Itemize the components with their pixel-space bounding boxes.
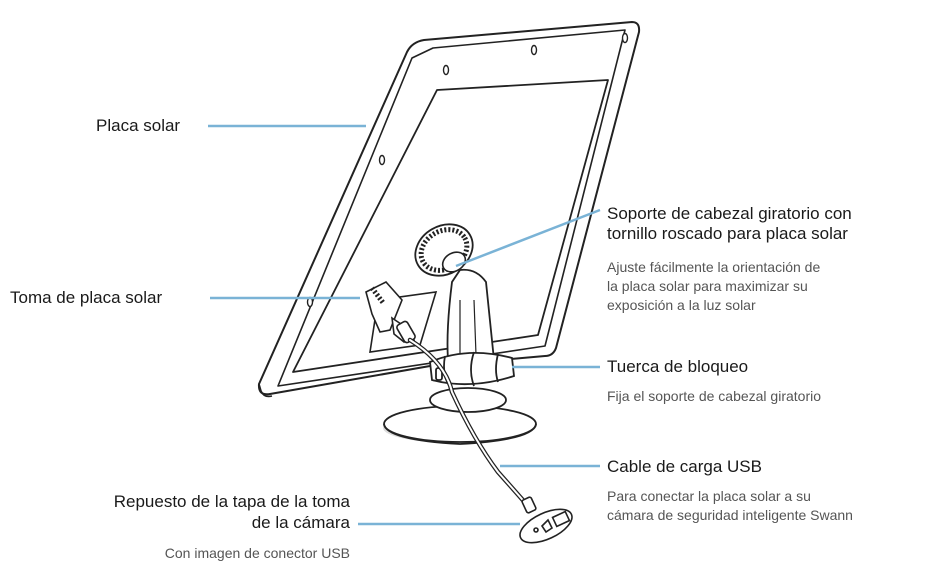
label-toma-placa-solar: Toma de placa solar	[10, 288, 163, 307]
desc-soporte-line3: exposición a la luz solar	[607, 297, 756, 313]
label-tapa-line2: de la cámara	[251, 513, 350, 532]
desc-soporte-line1: Ajuste fácilmente la orientación de	[607, 259, 821, 275]
desc-cable-usb-line1: Para conectar la placa solar a su	[607, 488, 811, 504]
label-tuerca-bloqueo: Tuerca de bloqueo	[607, 357, 749, 376]
swivel-stem	[446, 268, 495, 361]
label-tapa-line1: Repuesto de la tapa de la toma	[113, 492, 350, 511]
suction-base-illustration	[383, 387, 537, 445]
panel-mount-holes	[306, 32, 629, 308]
swivel-knob-illustration	[414, 223, 474, 277]
label-placa-solar: Placa solar	[96, 116, 181, 135]
desc-tapa: Con imagen de conector USB	[164, 545, 350, 561]
solar-socket-illustration	[365, 281, 416, 344]
label-soporte-line2: tornillo roscado para placa solar	[607, 224, 848, 243]
label-cable-usb: Cable de carga USB	[607, 457, 762, 476]
desc-cable-usb-line2: cámara de seguridad inteligente Swann	[607, 507, 853, 523]
solar-panel-illustration	[257, 21, 641, 398]
leader-soporte	[455, 208, 601, 268]
leader-lines	[208, 124, 601, 526]
spare-cap-illustration	[519, 496, 573, 544]
desc-tuerca-bloqueo: Fija el soporte de cabezal giratorio	[607, 388, 822, 404]
desc-soporte-line2: la placa solar para maximizar su	[607, 278, 808, 294]
label-soporte-line1: Soporte de cabezal giratorio con	[607, 204, 852, 223]
